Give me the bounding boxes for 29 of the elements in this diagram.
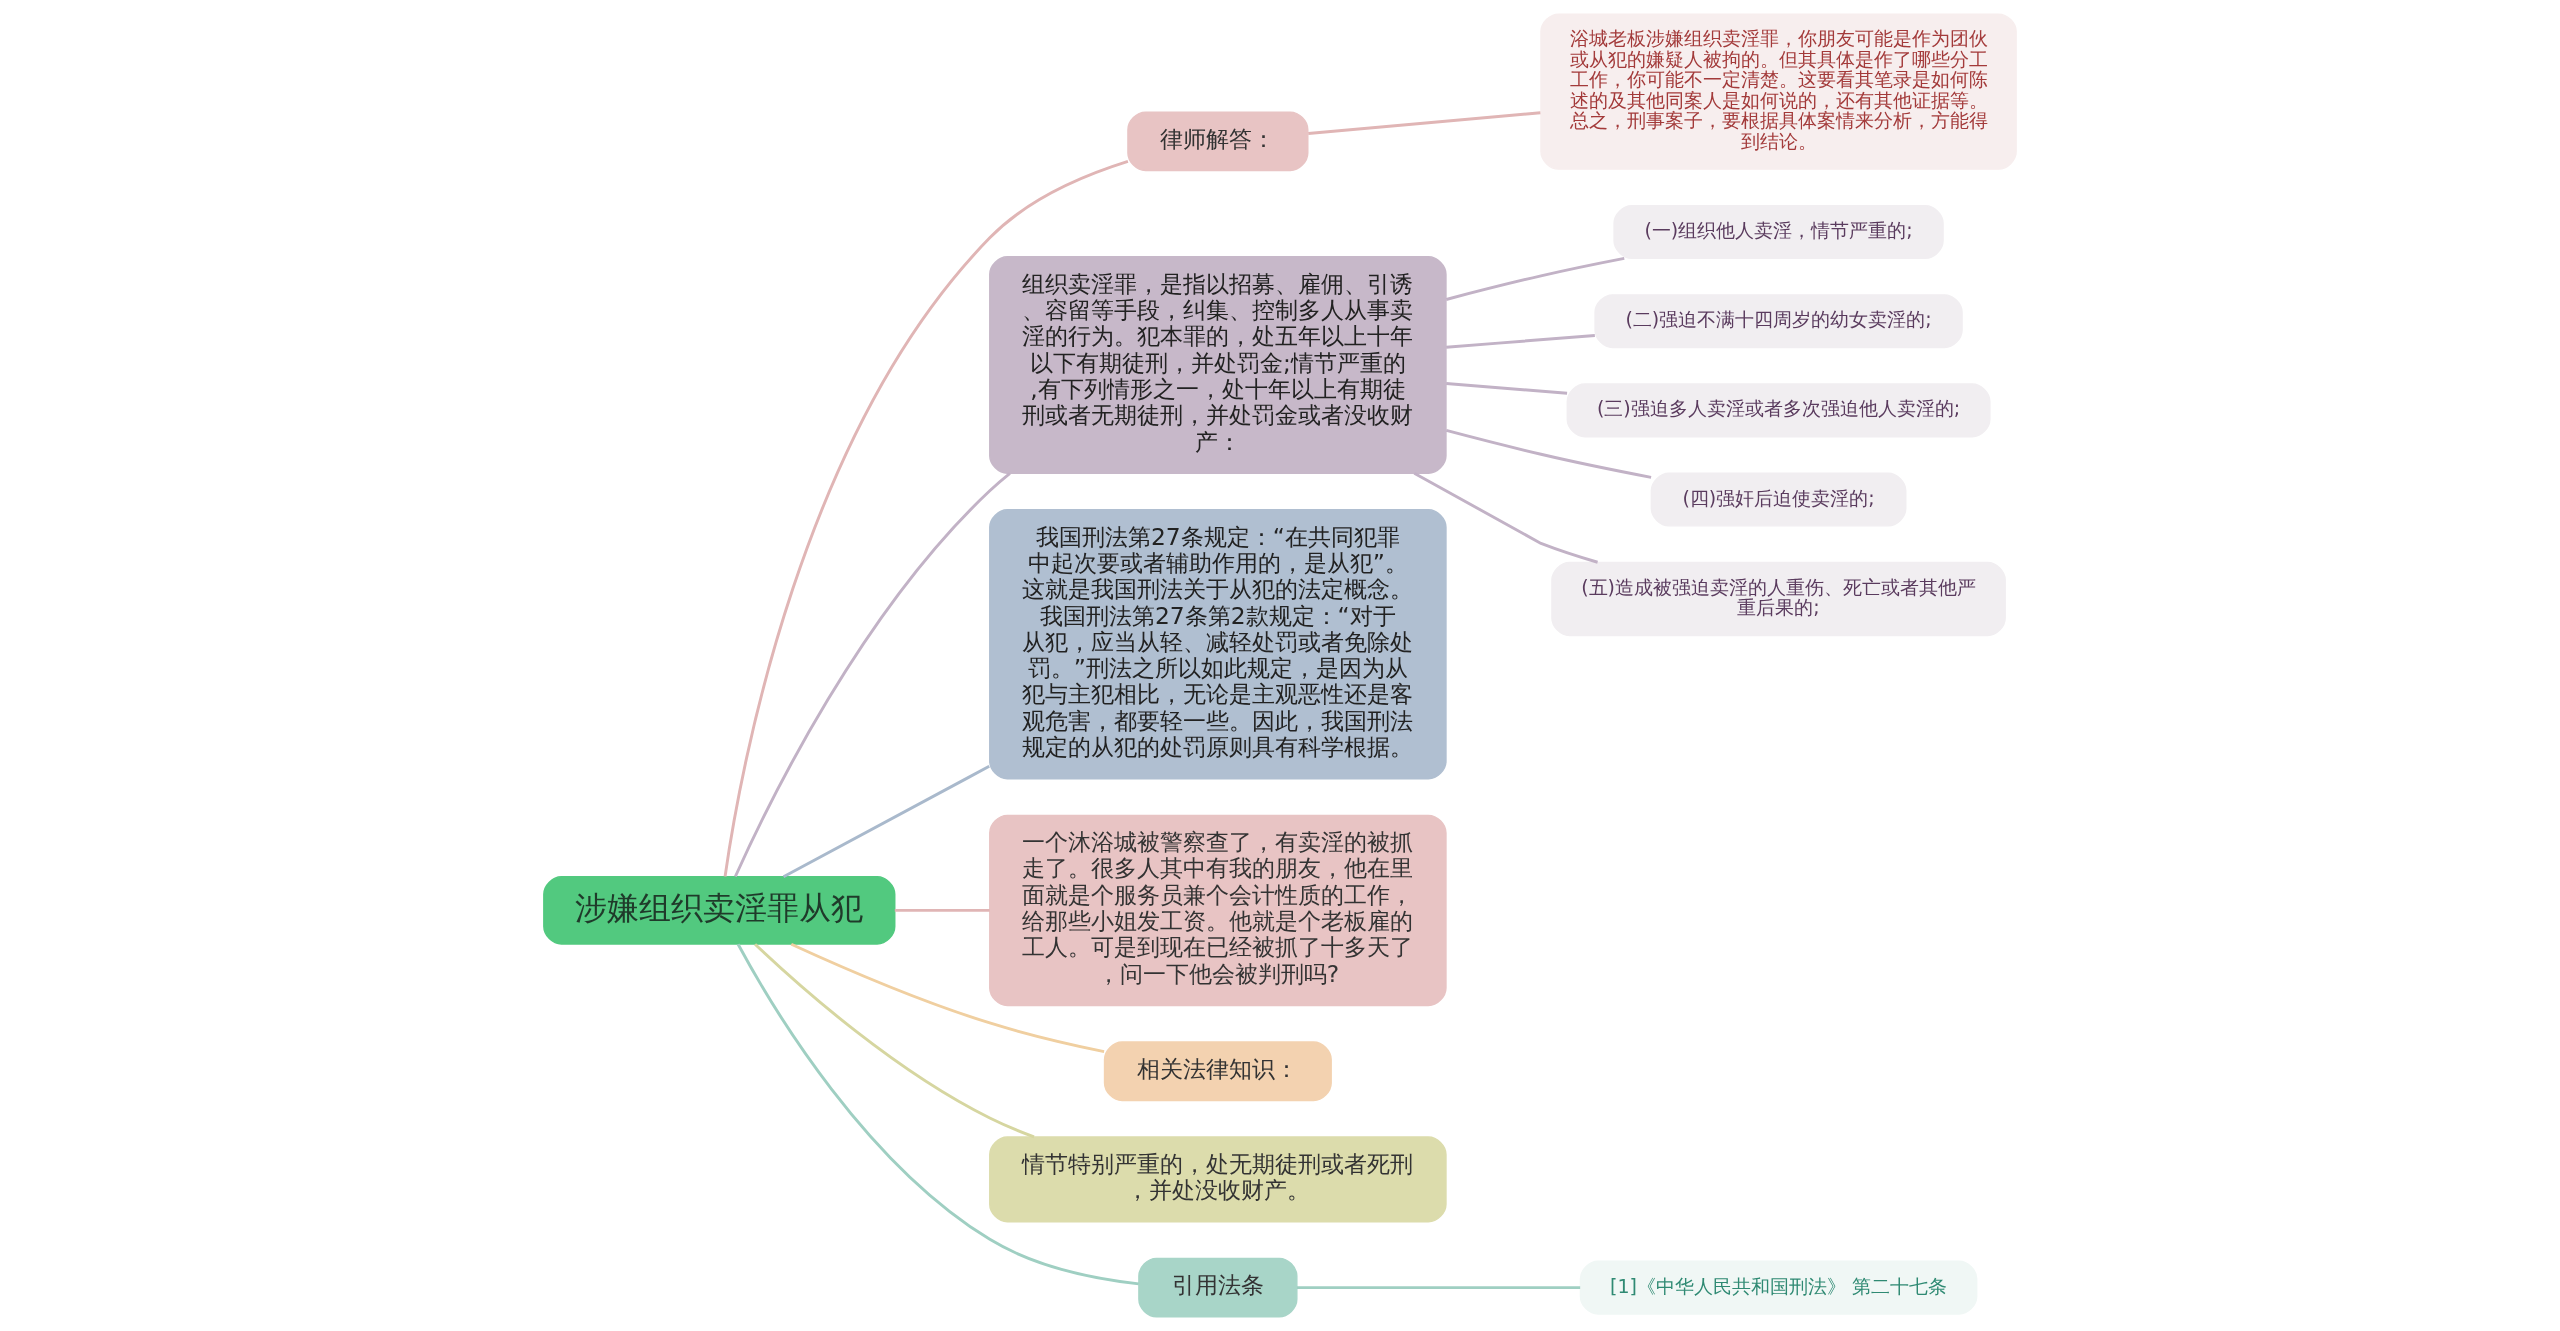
node-box: (五)造成被强迫卖淫的人重伤、死亡或者其他严重后果的; xyxy=(1551,561,2006,637)
node-box: [1]《中华人民共和国刑法》 第二十七条 xyxy=(1579,1260,1978,1315)
connector xyxy=(723,160,1129,877)
connector xyxy=(894,908,990,912)
connector xyxy=(1446,382,1568,395)
node-box: 引用法条 xyxy=(1138,1257,1298,1318)
connector xyxy=(754,943,1035,1139)
connector xyxy=(1446,334,1595,349)
node-box: 律师解答： xyxy=(1127,111,1309,172)
connector xyxy=(736,943,1139,1286)
node-box: 组织卖淫罪，是指以招募、雇佣、引诱、容留等手段，纠集、控制多人从事卖淫的行为。犯本罪的，处五年以上十年以下有期徒刑，并处罚金;情节严重的,有下列情形之一，处十年以上有期徒刑或者无期徒刑，并处罚金或者没收财产： xyxy=(989,256,1447,474)
connector xyxy=(1445,256,1625,301)
node-box: 我国刑法第27条规定：“在共同犯罪中起次要或者辅助作用的，是从犯”。这就是我国刑法关于从犯的法定概念。我国刑法第27条第2款规定：“对于从犯，应当从轻、减轻处罚或者免除处罚。”刑法之所以如此规定，是因为从犯与主犯相比，无论是主观恶性还是客观危害，都要轻一些。因此，我国刑法规定的从犯的处罚原则具有科学根据。 xyxy=(989,509,1447,780)
node-box: (二)强迫不满十四周岁的幼女卖淫的; xyxy=(1594,294,1963,349)
connector xyxy=(734,472,1011,878)
node-box: (四)强奸后迫使卖淫的; xyxy=(1650,472,1907,527)
connector xyxy=(1445,429,1652,479)
connector xyxy=(1308,111,1541,135)
node-box: 情节特别严重的，处无期徒刑或者死刑，并处没收财产。 xyxy=(989,1136,1447,1223)
node-box: (一)组织他人卖淫，情节严重的; xyxy=(1613,204,1944,260)
connector xyxy=(782,764,990,878)
connector xyxy=(790,942,1105,1054)
node-box: 一个沐浴城被警察查了，有卖淫的被抓走了。很多人其中有我的朋友，他在里面就是个服务员兼个会计性质的工作，给那些小姐发工资。他就是个老板雇的工人。可是到现在已经被抓了十多天了，问一下他会被判刑吗? xyxy=(989,814,1447,1007)
node-box: (三)强迫多人卖淫或者多次强迫他人卖淫的; xyxy=(1566,383,1991,438)
node-box: 涉嫌组织卖淫罪从犯 xyxy=(543,876,896,945)
connector xyxy=(1296,1286,1581,1290)
node-box: 相关法律知识： xyxy=(1103,1041,1332,1102)
connector xyxy=(1413,471,1598,564)
node-box: 浴城老板涉嫌组织卖淫罪，你朋友可能是作为团伙或从犯的嫌疑人被拘的。但其具体是作了哪些分工工作，你可能不一定清楚。这要看其笔录是如何陈述的及其他同案人是如何说的，还有其他证据等。总之，刑事案子，要根据具体案情来分析，方能得到结论。 xyxy=(1540,13,2017,170)
